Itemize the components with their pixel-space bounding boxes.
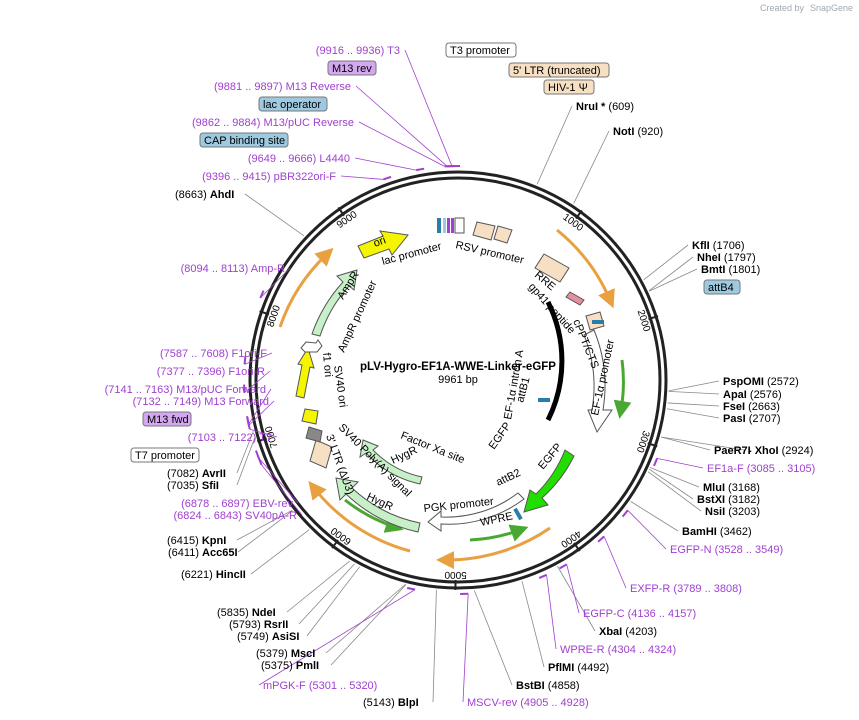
feature-label: ori	[372, 234, 388, 249]
enzyme-label: (5835) NdeI	[217, 607, 276, 619]
plasmid-name: pLV-Hygro-EF1A-WWE-Linker-eGFP	[360, 361, 556, 373]
box-label: M13 fwd	[147, 414, 189, 426]
box-label: T3 promoter	[450, 45, 510, 57]
primer-label: (9916 .. 9936) T3	[316, 45, 400, 57]
feature-shapes	[295, 217, 613, 533]
box-label: M13 rev	[332, 63, 372, 75]
enzyme-label: (5375) PmlI	[261, 660, 319, 672]
enzyme-label: MluI (3168)	[703, 482, 760, 494]
enzyme-label: PaeR7I	[714, 445, 751, 457]
primer-label: EGFP-N (3528 .. 3549)	[670, 544, 783, 556]
primer-label: EF1a-F (3085 .. 3105)	[707, 463, 815, 475]
primer-label: (7377 .. 7396) F1ori-R	[157, 366, 265, 378]
enzyme-label: XbaI (4203)	[599, 626, 657, 638]
enzyme-label: (7082) AvrII	[167, 468, 226, 480]
primer-label: (7587 .. 7608) F1ori-F	[160, 348, 267, 360]
tick	[573, 542, 581, 552]
primer-label: (9396 .. 9415) pBR322ori-F	[202, 171, 336, 183]
primer-label: (7132 .. 7149) M13 Forward	[133, 396, 269, 408]
tick	[256, 437, 268, 443]
primer-label: EXFP-R (3789 .. 3808)	[630, 583, 742, 595]
backbone-inner	[254, 176, 662, 584]
tick-label: 1000	[560, 212, 585, 234]
primer-label: WPRE-R (4304 .. 4324)	[560, 644, 676, 656]
tick	[575, 209, 583, 220]
svg-text:SnapGene: SnapGene	[810, 3, 853, 13]
primer-label: MSCV-rev (4905 .. 4928)	[467, 697, 589, 709]
misc-feature-arcs	[278, 228, 615, 570]
box-label: T7 promoter	[135, 450, 195, 462]
feature-label: attB2	[494, 467, 522, 489]
primer-label: (9881 .. 9897) M13 Reverse	[214, 81, 351, 93]
tick	[337, 206, 345, 217]
leader-lines	[236, 49, 745, 703]
enzyme-label: KflI (1706)	[692, 240, 745, 252]
enzyme-label: PasI (2707)	[723, 413, 781, 425]
primer-label: (6878 .. 6897) EBV-rev	[181, 498, 293, 510]
box-label: CAP binding site	[204, 135, 285, 147]
enzyme-label: ApaI (2576)	[723, 389, 782, 401]
enzyme-label: - XhoI (2924)	[748, 445, 813, 457]
enzyme-label: PspOMI (2572)	[723, 376, 799, 388]
primer-label: (9649 .. 9666) L4440	[248, 153, 350, 165]
enzyme-label: BamHI (3462)	[682, 526, 752, 538]
enzyme-labels-left: (8663) AhdI (7082) AvrII(7035) SfiI (6415)…	[167, 189, 419, 709]
enzyme-label: (6221) HincII	[181, 569, 246, 581]
enzyme-label: PflMI (4492)	[548, 662, 609, 674]
box-label: attB4	[708, 282, 734, 294]
snapgene-credit: Created by SnapGene	[760, 3, 853, 13]
enzyme-label: (8663) AhdI	[175, 189, 234, 201]
primer-label: (7141 .. 7163) M13/pUC Forward	[105, 384, 266, 396]
enzyme-label: BmtI (1801)	[701, 264, 760, 276]
tick-label: 5000	[444, 569, 467, 580]
feature-label: SV40 ori	[331, 365, 349, 408]
enzyme-label: BstXI (3182)	[697, 494, 760, 506]
feature-label: HygR	[389, 444, 419, 467]
primer-label: (8094 .. 8113) Amp-R	[181, 263, 285, 275]
enzyme-label: (6411) Acc65I	[168, 547, 238, 559]
enzyme-label: NsiI (3203)	[705, 506, 760, 518]
box-label: 5' LTR (truncated)	[513, 65, 600, 77]
primer-label: (9862 .. 9884) M13/pUC Reverse	[192, 117, 354, 129]
enzyme-label: BstBI (4858)	[516, 680, 580, 692]
enzyme-label: (5143) BlpI	[363, 697, 419, 709]
enzyme-label: FseI (2663)	[723, 401, 780, 413]
enzyme-label: (5749) AsiSI	[237, 631, 299, 643]
enzyme-label: NheI (1797)	[697, 252, 756, 264]
enzyme-label: (6415) KpnI	[167, 535, 226, 547]
primer-label: EGFP-C (4136 .. 4157)	[583, 608, 696, 620]
enzyme-label: (5793) RsrII	[229, 619, 288, 631]
feature-label: RSV promoter	[454, 239, 525, 266]
primer-labels: (9916 .. 9936) T3 (9881 .. 9897) M13 Reve…	[105, 45, 816, 709]
tick	[331, 539, 339, 549]
plasmid-size: 9961 bp	[438, 374, 478, 386]
enzyme-labels-right: NruI * (609) NotI (920) KflI (1706)NheI (1…	[516, 101, 813, 692]
tick-label: 9000	[335, 209, 360, 231]
primer-label: (6824 .. 6843) SV40pA-R	[173, 510, 297, 522]
tick-label: 4000	[558, 528, 583, 550]
enzyme-label: NotI (920)	[613, 126, 663, 138]
tick	[259, 310, 270, 316]
green-small-arcs	[344, 359, 632, 542]
primer-label: (7103 .. 7122) T7	[188, 432, 272, 444]
feature-label: f1 ori	[320, 352, 334, 377]
enzyme-label: (5379) MscI	[256, 648, 315, 660]
enzyme-label: (7035) SfiI	[167, 480, 219, 492]
primer-label: mPGK-F (5301 .. 5320)	[263, 680, 377, 692]
backbone-outer	[248, 170, 668, 590]
box-label: HIV-1 Ψ	[548, 82, 588, 94]
enzyme-label: NruI * (609)	[576, 101, 634, 113]
svg-text:Created by: Created by	[760, 3, 805, 13]
tick	[648, 315, 659, 321]
feature-label: EGFP	[487, 420, 514, 451]
boxed-labels: T3 promoter 5' LTR (truncated) HIV-1 Ψ M…	[130, 42, 741, 463]
tick	[647, 442, 658, 448]
tick-label: 6000	[329, 524, 354, 546]
box-label: lac operator	[263, 99, 321, 111]
